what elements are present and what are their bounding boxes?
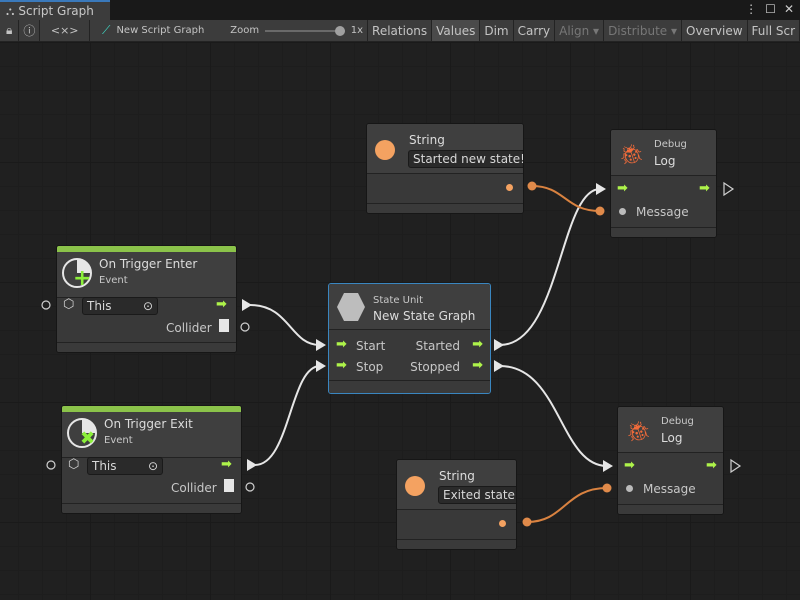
flow-out-arrow-icon: ➡ bbox=[216, 297, 227, 312]
toolbar: 🔒︎ ⓘ <×> ⟋ New Script Graph Zoom 1x Rela… bbox=[0, 20, 800, 42]
collider-label: Collider bbox=[171, 481, 217, 495]
maximize-icon[interactable]: ☐ bbox=[765, 2, 776, 16]
align-dropdown[interactable]: Align ▾ bbox=[555, 20, 605, 41]
debug-log-node-1[interactable]: 🐞︎ Debug Log ➡ ➡ Message bbox=[610, 129, 717, 238]
node-title: On Trigger Enter bbox=[99, 257, 198, 271]
overview-button[interactable]: Overview bbox=[682, 20, 748, 41]
zoom-slider[interactable] bbox=[265, 25, 345, 36]
target-picker-icon: ⊙ bbox=[147, 459, 158, 473]
event-bar bbox=[57, 246, 236, 252]
message-port-dot bbox=[626, 485, 633, 492]
dim-button[interactable]: Dim bbox=[480, 20, 514, 41]
relations-button[interactable]: Relations bbox=[368, 20, 433, 41]
close-icon[interactable]: ✕ bbox=[783, 2, 794, 16]
document-icon bbox=[219, 319, 229, 332]
collider-label: Collider bbox=[166, 321, 212, 335]
hierarchy-icon: ⛬ bbox=[6, 3, 15, 18]
plus-icon: + bbox=[73, 266, 92, 291]
node-title: Log bbox=[654, 154, 676, 168]
flow-out-arrow-icon: ➡ bbox=[221, 457, 232, 472]
cube-icon: ⬡ bbox=[68, 457, 80, 472]
state-unit-icon bbox=[337, 293, 365, 321]
state-unit-node[interactable]: State Unit New State Graph ➡ Start Start… bbox=[328, 283, 491, 394]
info-icon: ⓘ bbox=[23, 24, 36, 38]
node-category: State Unit bbox=[373, 295, 424, 306]
node-title: New State Graph bbox=[373, 309, 476, 323]
target-field[interactable]: This⊙ bbox=[82, 297, 158, 315]
stopped-port-label: Stopped bbox=[410, 360, 460, 374]
flow-out-arrow-icon: ➡ bbox=[706, 458, 717, 473]
graph-breadcrumb: ⟋ New Script Graph Zoom 1x bbox=[90, 20, 369, 41]
node-title: String bbox=[439, 469, 475, 483]
carry-button[interactable]: Carry bbox=[514, 20, 556, 41]
string-value-field[interactable]: Started new state! bbox=[408, 150, 523, 168]
variables-button[interactable]: <×> bbox=[40, 20, 91, 41]
graph-icon: ⟋ bbox=[102, 23, 111, 37]
node-title: Log bbox=[661, 431, 683, 445]
started-port-label: Started bbox=[415, 339, 460, 353]
flow-out-arrow-icon: ➡ bbox=[472, 358, 483, 373]
flow-in-arrow-icon: ➡ bbox=[617, 181, 628, 196]
string-icon bbox=[405, 476, 425, 496]
flow-in-arrow-icon: ➡ bbox=[624, 458, 635, 473]
message-port-dot bbox=[619, 208, 626, 215]
graph-name[interactable]: New Script Graph bbox=[116, 25, 205, 36]
tab-bar: ⛬ Script Graph ⋮ ☐ ✕ bbox=[0, 0, 800, 20]
flow-in-arrow-icon: ➡ bbox=[336, 358, 347, 373]
debug-log-node-2[interactable]: 🐞︎ Debug Log ➡ ➡ Message bbox=[617, 406, 724, 515]
target-field[interactable]: This⊙ bbox=[87, 457, 163, 475]
on-trigger-enter-node[interactable]: + On Trigger Enter Event ⬡ This⊙ ➡ Colli… bbox=[56, 245, 237, 353]
kebab-icon[interactable]: ⋮ bbox=[745, 2, 758, 16]
node-subtitle: Event bbox=[99, 275, 128, 286]
zoom-label: Zoom bbox=[230, 25, 260, 36]
flow-out-arrow-icon: ➡ bbox=[472, 337, 483, 352]
document-icon bbox=[224, 479, 234, 492]
flow-out-arrow-icon: ➡ bbox=[699, 181, 710, 196]
flow-in-arrow-icon: ➡ bbox=[336, 337, 347, 352]
on-trigger-exit-node[interactable]: ✖ On Trigger Exit Event ⬡ This⊙ ➡ Collid… bbox=[61, 405, 242, 514]
bug-icon: 🐞︎ bbox=[626, 419, 652, 443]
trigger-exit-icon bbox=[67, 418, 97, 448]
bug-icon: 🐞︎ bbox=[619, 142, 645, 166]
message-label: Message bbox=[636, 205, 689, 219]
zoom-value: 1x bbox=[350, 25, 364, 36]
node-category: Debug bbox=[654, 139, 687, 150]
start-port-label: Start bbox=[356, 339, 386, 353]
tab-script-graph[interactable]: ⛬ Script Graph bbox=[0, 0, 110, 20]
string-icon bbox=[375, 140, 395, 160]
target-picker-icon: ⊙ bbox=[142, 299, 153, 313]
zoom-slider-handle[interactable] bbox=[334, 25, 345, 36]
info-button[interactable]: ⓘ bbox=[19, 20, 41, 41]
values-button[interactable]: Values bbox=[432, 20, 481, 41]
node-subtitle: Event bbox=[104, 435, 133, 446]
distribute-dropdown[interactable]: Distribute ▾ bbox=[604, 20, 683, 41]
string-node-2[interactable]: String Exited state bbox=[396, 459, 517, 550]
node-title: String bbox=[409, 133, 445, 147]
lock-button[interactable]: 🔒︎ bbox=[0, 20, 20, 41]
message-label: Message bbox=[643, 482, 696, 496]
string-value-field[interactable]: Exited state bbox=[438, 486, 516, 504]
cube-icon: ⬡ bbox=[63, 297, 75, 312]
event-bar bbox=[62, 406, 241, 412]
lock-icon: 🔒︎ bbox=[5, 23, 13, 37]
node-category: Debug bbox=[661, 416, 694, 427]
string-node-1[interactable]: String Started new state! bbox=[366, 123, 524, 214]
node-title: On Trigger Exit bbox=[104, 417, 193, 431]
trigger-enter-icon bbox=[62, 258, 92, 288]
cross-icon: ✖ bbox=[80, 428, 96, 449]
output-port-dot[interactable] bbox=[499, 520, 506, 527]
output-port-dot[interactable] bbox=[506, 184, 513, 191]
tab-title: Script Graph bbox=[18, 4, 94, 18]
full-screen-button[interactable]: Full Scr bbox=[748, 20, 800, 41]
stop-port-label: Stop bbox=[356, 360, 384, 374]
